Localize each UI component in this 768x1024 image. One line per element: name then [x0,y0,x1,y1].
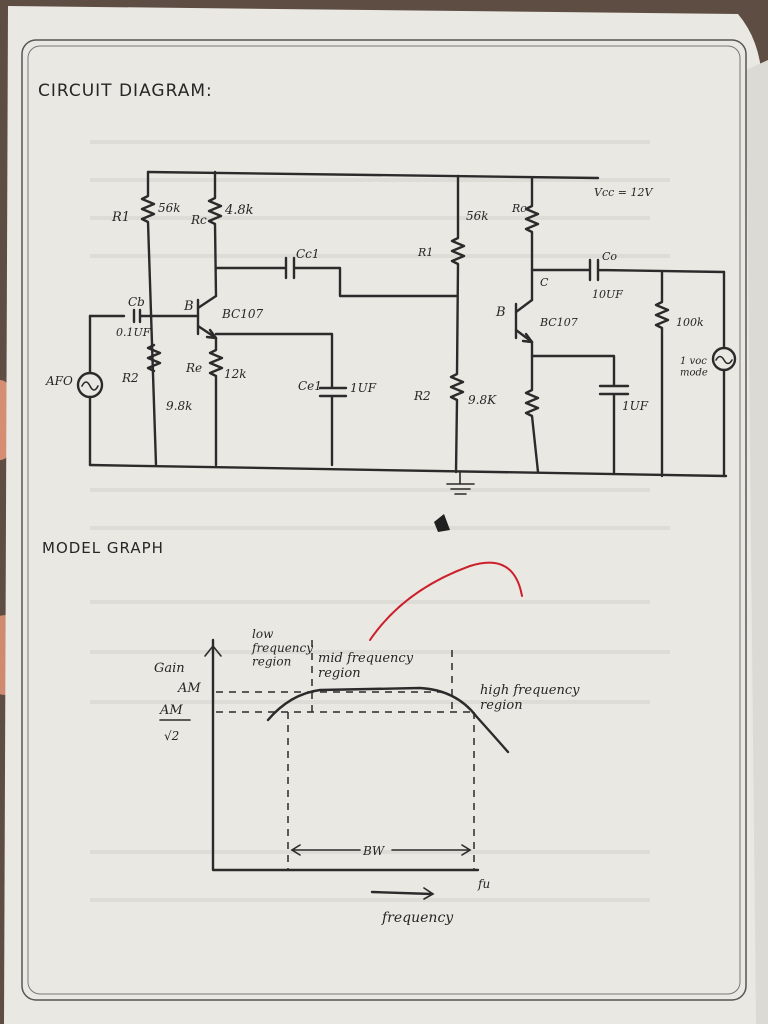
label-rc2: Rc [511,202,526,215]
ground-symbol [446,471,475,495]
frequency-arrow [370,890,434,896]
label-q1: BC107 [221,307,263,321]
vcc-rail [146,170,600,180]
red-pen-mark [369,561,523,641]
label-ce2-value: 1UF [622,399,649,413]
graph-axes [211,638,480,872]
label-b2: B [495,305,506,320]
label-cb: Cb [128,295,145,309]
am-half-denominator: √2 [164,729,179,743]
label-ce1-value: 1UF [350,381,377,395]
label-b1: B [183,299,194,314]
label-rc1-value: 4.8k [224,203,254,218]
rl-resistor [654,270,670,478]
y-axis-arrow [204,644,222,657]
am-half-numerator: AM [159,703,183,718]
co-capacitor [530,258,726,282]
response-curve [266,686,510,754]
bw-label: BW [362,844,386,858]
meter-symbol [711,346,737,372]
rc1-resistor [207,170,223,298]
label-r1: R1 [111,210,130,225]
r1-resistor [140,170,158,467]
r2-resistor [146,343,162,373]
label-co: Co [602,250,617,263]
rc2-resistor [524,176,540,302]
page-border [21,39,747,1001]
label-r2b-value: 9.8K [468,393,497,407]
cc1-capacitor [214,256,458,298]
label-r1b-value: 56k [466,209,489,223]
label-re1-value: 12k [224,367,247,381]
label-r2-value: 9.8k [166,399,192,413]
label-cc1: Cc1 [296,247,320,261]
label-co-value: 10UF [592,288,623,301]
label-r1b: R1 [417,246,433,259]
circuit-heading: CIRCUIT DIAGRAM: [38,81,213,101]
ce1-capacitor [214,332,348,467]
label-afo: AFO [45,374,73,388]
label-r2: R2 [121,371,139,385]
am-label: AM [177,681,201,696]
x-axis-label: frequency [381,910,454,926]
y-axis-label: Gain [154,661,185,676]
label-rl-value: 100k [676,316,704,329]
ink-blot [434,514,450,532]
graph-heading: MODEL GRAPH [42,539,164,557]
cb-capacitor [88,308,200,324]
label-rc1: Rc [190,213,207,227]
label-vcc: Vcc = 12V [594,186,653,199]
re2-resistor [524,340,540,474]
re1-resistor [208,336,224,467]
show-through-lines [90,140,670,902]
label-r1-value: 56k [158,201,181,215]
ce2-capacitor [530,354,630,476]
label-c2: C [540,276,549,289]
label-ce1: Ce1 [298,379,322,393]
label-re1: Re [185,361,202,375]
label-r2b: R2 [413,389,431,403]
circuit-diagram: R1 56k Rc 4.8k Cc1 Cb 0.1UF B BC107 R2 9… [45,170,737,495]
label-q2: BC107 [539,316,578,329]
paper-sheet [4,6,768,1024]
ground-rail [88,463,728,478]
fu-label: fu [477,877,490,891]
label-cb-value: 0.1UF [116,326,151,339]
r-bias-stage2 [449,174,466,474]
